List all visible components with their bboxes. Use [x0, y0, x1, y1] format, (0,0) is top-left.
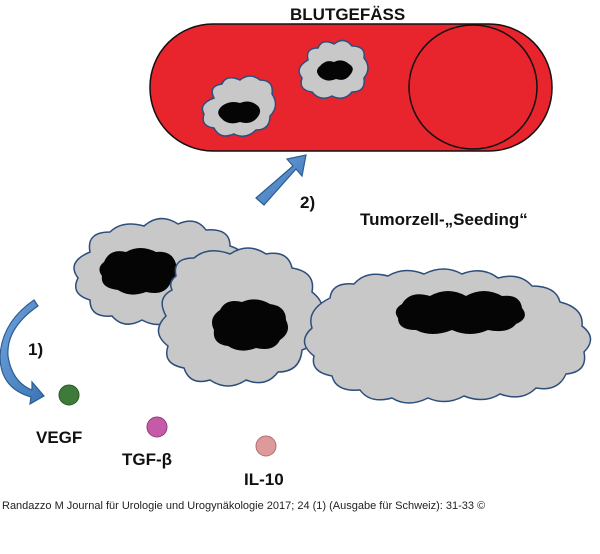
arrow-shape	[0, 299, 45, 406]
circulating-tumor-cell	[201, 75, 277, 137]
vegf-label: VEGF	[36, 428, 83, 447]
cell-nucleus	[317, 60, 353, 81]
tgf-beta-dot	[146, 416, 168, 438]
tumor-cell-3	[303, 268, 592, 404]
blood-vessel-title: BLUTGEFÄSS	[290, 5, 406, 24]
vegf-dot	[58, 384, 80, 406]
cell-nucleus	[395, 291, 525, 334]
step-1-label: 1)	[28, 340, 44, 359]
il10-dot	[255, 435, 277, 457]
tgf-beta-label: TGF-β	[122, 450, 173, 469]
citation-text: Randazzo M Journal für Urologie und Urog…	[2, 500, 486, 512]
arrow-secretion	[0, 299, 45, 406]
tumor-cell-2	[157, 247, 323, 387]
cell-nucleus	[218, 101, 261, 124]
seeding-label: Tumorzell-„Seeding“	[360, 210, 528, 229]
vessel-opening	[408, 24, 538, 150]
circulating-tumor-cell	[298, 39, 369, 99]
il10-label: IL-10	[244, 470, 284, 489]
step-2-label: 2)	[300, 193, 316, 212]
cell-nucleus	[99, 248, 178, 295]
cell-membrane	[303, 268, 592, 404]
cell-nucleus	[212, 299, 288, 351]
arrow-intravasation	[255, 154, 307, 206]
arrow-shape	[255, 154, 307, 206]
